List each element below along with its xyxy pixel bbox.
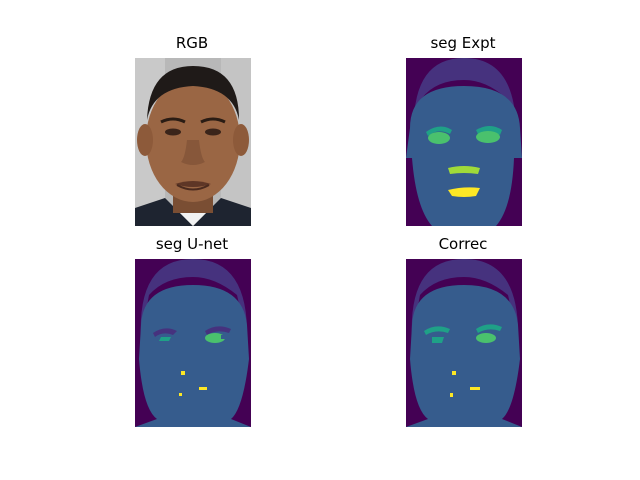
rgb-face-image: [135, 58, 251, 226]
panel-title-seg-expt: seg Expt: [430, 34, 496, 52]
panel-title-seg-unet: seg U-net: [155, 235, 229, 253]
seg-expt-image: [406, 58, 522, 226]
panel-title-correc: Correc: [438, 235, 488, 253]
seg-unet-image: [135, 259, 251, 427]
panel-title-rgb: RGB: [175, 34, 209, 52]
correc-image: [406, 259, 522, 427]
